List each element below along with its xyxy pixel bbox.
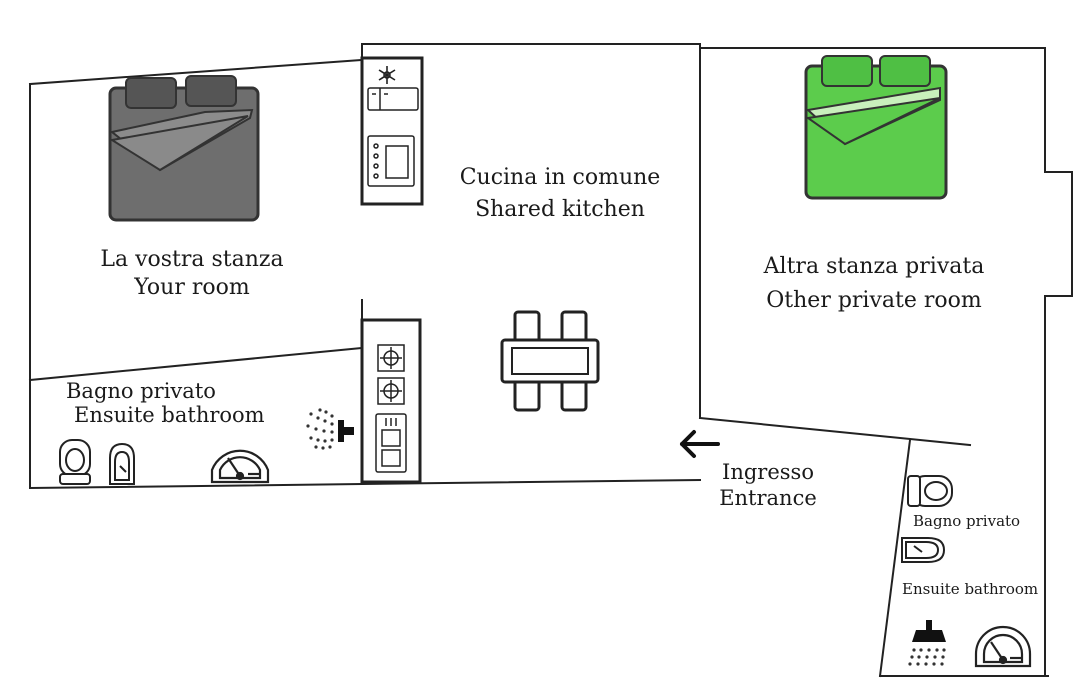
other-room-label-en: Other private room: [766, 288, 982, 313]
bathroom-right-label-en: Ensuite bathroom: [902, 580, 1039, 598]
other-room-label-it: Altra stanza privata: [763, 254, 985, 279]
bathroom-right-label-it: Bagno privato: [913, 512, 1021, 530]
washbasin-icon: [974, 625, 1032, 668]
fridge-icon: [367, 87, 419, 111]
kitchen-label-it: Cucina in comune: [459, 165, 661, 190]
bathroom-left-label-en: Ensuite bathroom: [74, 403, 265, 427]
snowflake-icon: [378, 66, 396, 84]
shower-icon: [306, 408, 354, 450]
bed-icon: [804, 55, 948, 200]
entrance-arrow-icon: [680, 430, 720, 458]
kitchen-counter-lower: [360, 318, 422, 484]
your-room-label-en: Your room: [134, 275, 250, 300]
bidet-icon: [901, 537, 946, 563]
entrance-label-en: Entrance: [719, 486, 817, 510]
stove-icon: [377, 344, 405, 405]
your-room-label-it: La vostra stanza: [100, 247, 284, 272]
kitchen-counter-upper: [360, 56, 424, 206]
washbasin-icon: [210, 449, 270, 484]
entrance-label-it: Ingresso: [722, 460, 814, 484]
shower-icon: [908, 620, 946, 666]
toilet-icon: [59, 439, 91, 485]
oven-icon: [367, 135, 415, 187]
sink-icon: [375, 413, 407, 473]
toilet-icon: [907, 475, 953, 507]
bed-icon: [108, 75, 260, 222]
bidet-icon: [109, 442, 135, 485]
kitchen-label-en: Shared kitchen: [475, 197, 645, 222]
walls: [28, 43, 1073, 678]
bathroom-left-label-it: Bagno privato: [66, 379, 216, 403]
dining-table-icon: [500, 310, 600, 412]
